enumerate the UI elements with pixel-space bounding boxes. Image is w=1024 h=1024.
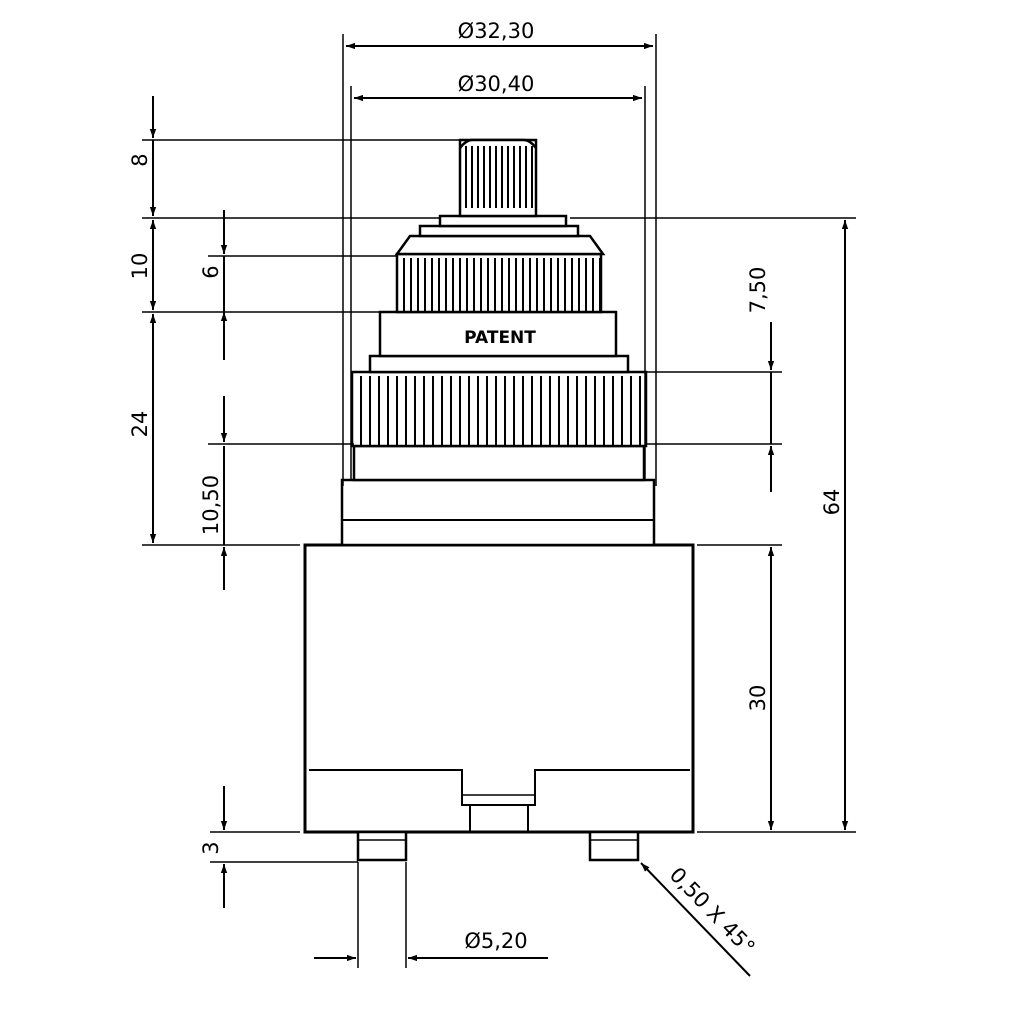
dim-body-height: 30 [746, 685, 770, 712]
body-bottom-slot [309, 769, 690, 806]
small-knurled-ring [395, 252, 603, 314]
dim-chamfer: 0,50 X 45° [665, 863, 760, 960]
large-knurl-teeth [360, 376, 641, 446]
patent-label: PATENT [464, 328, 536, 348]
bottom-pin-left [356, 830, 408, 862]
dim-pin-diameter: Ø5,20 [464, 929, 527, 953]
dim-knurl-inner: 6 [199, 265, 223, 278]
large-knurled-ring [350, 370, 648, 448]
cartridge-part: PATENT [303, 138, 695, 862]
dim-pin-height: 3 [199, 841, 223, 854]
dim-right-ring: 7,50 [746, 267, 770, 314]
dim-cap-height: 24 [128, 411, 152, 438]
dim-ring-height: 10,50 [199, 475, 223, 535]
bottom-pin-right [588, 830, 640, 862]
cartridge-body [303, 543, 695, 834]
base-flange [340, 478, 656, 547]
dim-diameter-outer: Ø32,30 [458, 19, 535, 43]
dim-stem-height: 8 [128, 153, 152, 166]
small-knurl-teeth [403, 258, 601, 312]
stem-spline-teeth [465, 146, 533, 208]
dim-diameter-inner: Ø30,40 [458, 72, 535, 96]
patent-collar [378, 310, 618, 358]
dim-knurl-height: 10 [128, 253, 152, 280]
dim-total-height: 64 [820, 489, 844, 516]
